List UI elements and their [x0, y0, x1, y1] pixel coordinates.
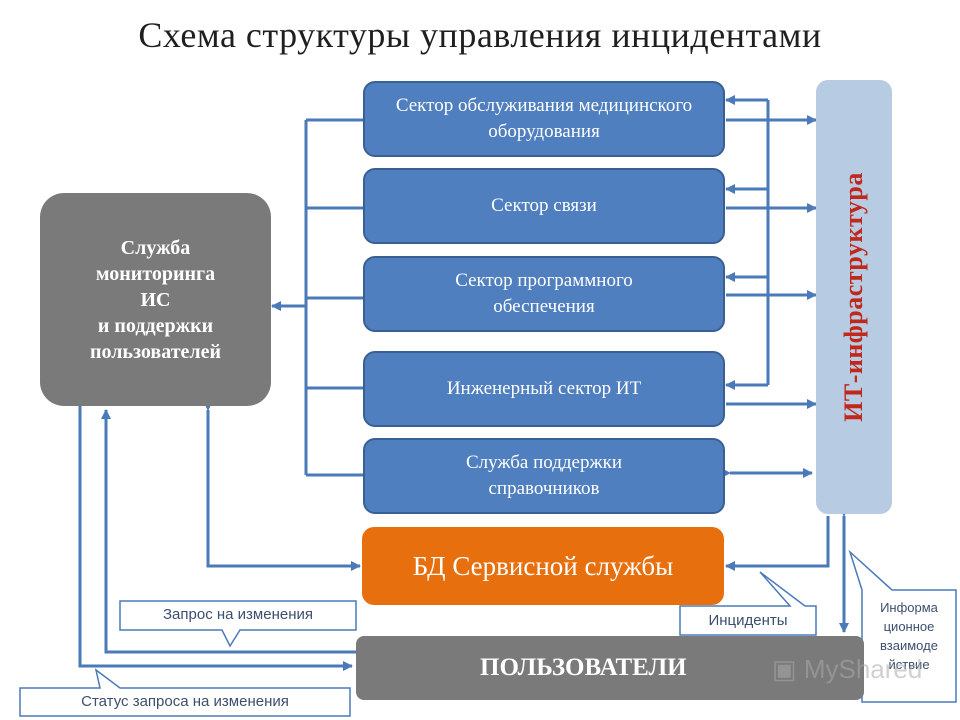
- info-exchange-line-2: ционное: [883, 619, 935, 634]
- sector-communications: Сектор связи: [363, 168, 725, 244]
- it-infrastructure-label: ИТ-инфраструктура: [839, 172, 868, 422]
- sector-medical-equipment: Сектор обслуживания медицинского оборудо…: [363, 81, 725, 157]
- sector-reference-support: Служба поддержки справочников: [363, 438, 725, 514]
- sector-software: Сектор программного обеспечения: [363, 256, 725, 332]
- monitoring-line-1: Служба: [120, 236, 191, 259]
- sector-reference-support-label: Служба поддержки справочников: [465, 452, 623, 499]
- sector-medical-equipment-label: Сектор обслуживания медицинского оборудо…: [395, 95, 693, 142]
- watermark-logo: ▣ MyShared: [772, 654, 922, 685]
- monitoring-line-2: мониторинга: [95, 262, 216, 285]
- change-request-callout: Запрос на изменения: [163, 606, 313, 623]
- users-box: ПОЛЬЗОВАТЕЛИ: [356, 636, 864, 700]
- watermark-icon: ▣: [772, 654, 797, 684]
- sector-it-engineering-label: Инженерный сектор ИТ: [446, 378, 642, 400]
- service-db-label: БД Сервисной службы: [412, 550, 674, 581]
- service-db-box: БД Сервисной службы: [362, 527, 724, 605]
- sector-it-engineering: Инженерный сектор ИТ: [363, 351, 725, 427]
- info-exchange-callout: Информа ционное взаимоде йствие: [862, 598, 956, 674]
- monitoring-service-box: Служба мониторинга ИС и поддержки пользо…: [40, 193, 271, 406]
- sector-software-label: Сектор программного обеспечения: [455, 270, 633, 317]
- change-request-status-callout: Статус запроса на изменения: [81, 693, 289, 710]
- sector-communications-label: Сектор связи: [491, 195, 597, 217]
- incidents-callout-shape: [679, 571, 817, 636]
- it-infrastructure-box: ИТ-инфраструктура: [816, 80, 892, 514]
- monitoring-line-5: пользователей: [89, 340, 222, 363]
- page-title: Схема структуры управления инцидентами: [138, 15, 822, 55]
- users-label: ПОЛЬЗОВАТЕЛИ: [480, 654, 687, 681]
- monitoring-line-4: и поддержки: [97, 314, 214, 337]
- change-request-callout-shape: [119, 600, 357, 648]
- info-exchange-callout-shape: [848, 549, 957, 703]
- monitoring-line-3: ИС: [140, 288, 171, 311]
- incidents-callout: Инциденты: [708, 612, 788, 629]
- info-exchange-line-4: йствие: [888, 657, 930, 672]
- info-exchange-line-1: Информа: [880, 600, 938, 615]
- info-exchange-line-3: взаимоде: [880, 638, 938, 653]
- watermark-text: MyShared: [803, 654, 923, 684]
- status-callout-shape: [19, 668, 351, 717]
